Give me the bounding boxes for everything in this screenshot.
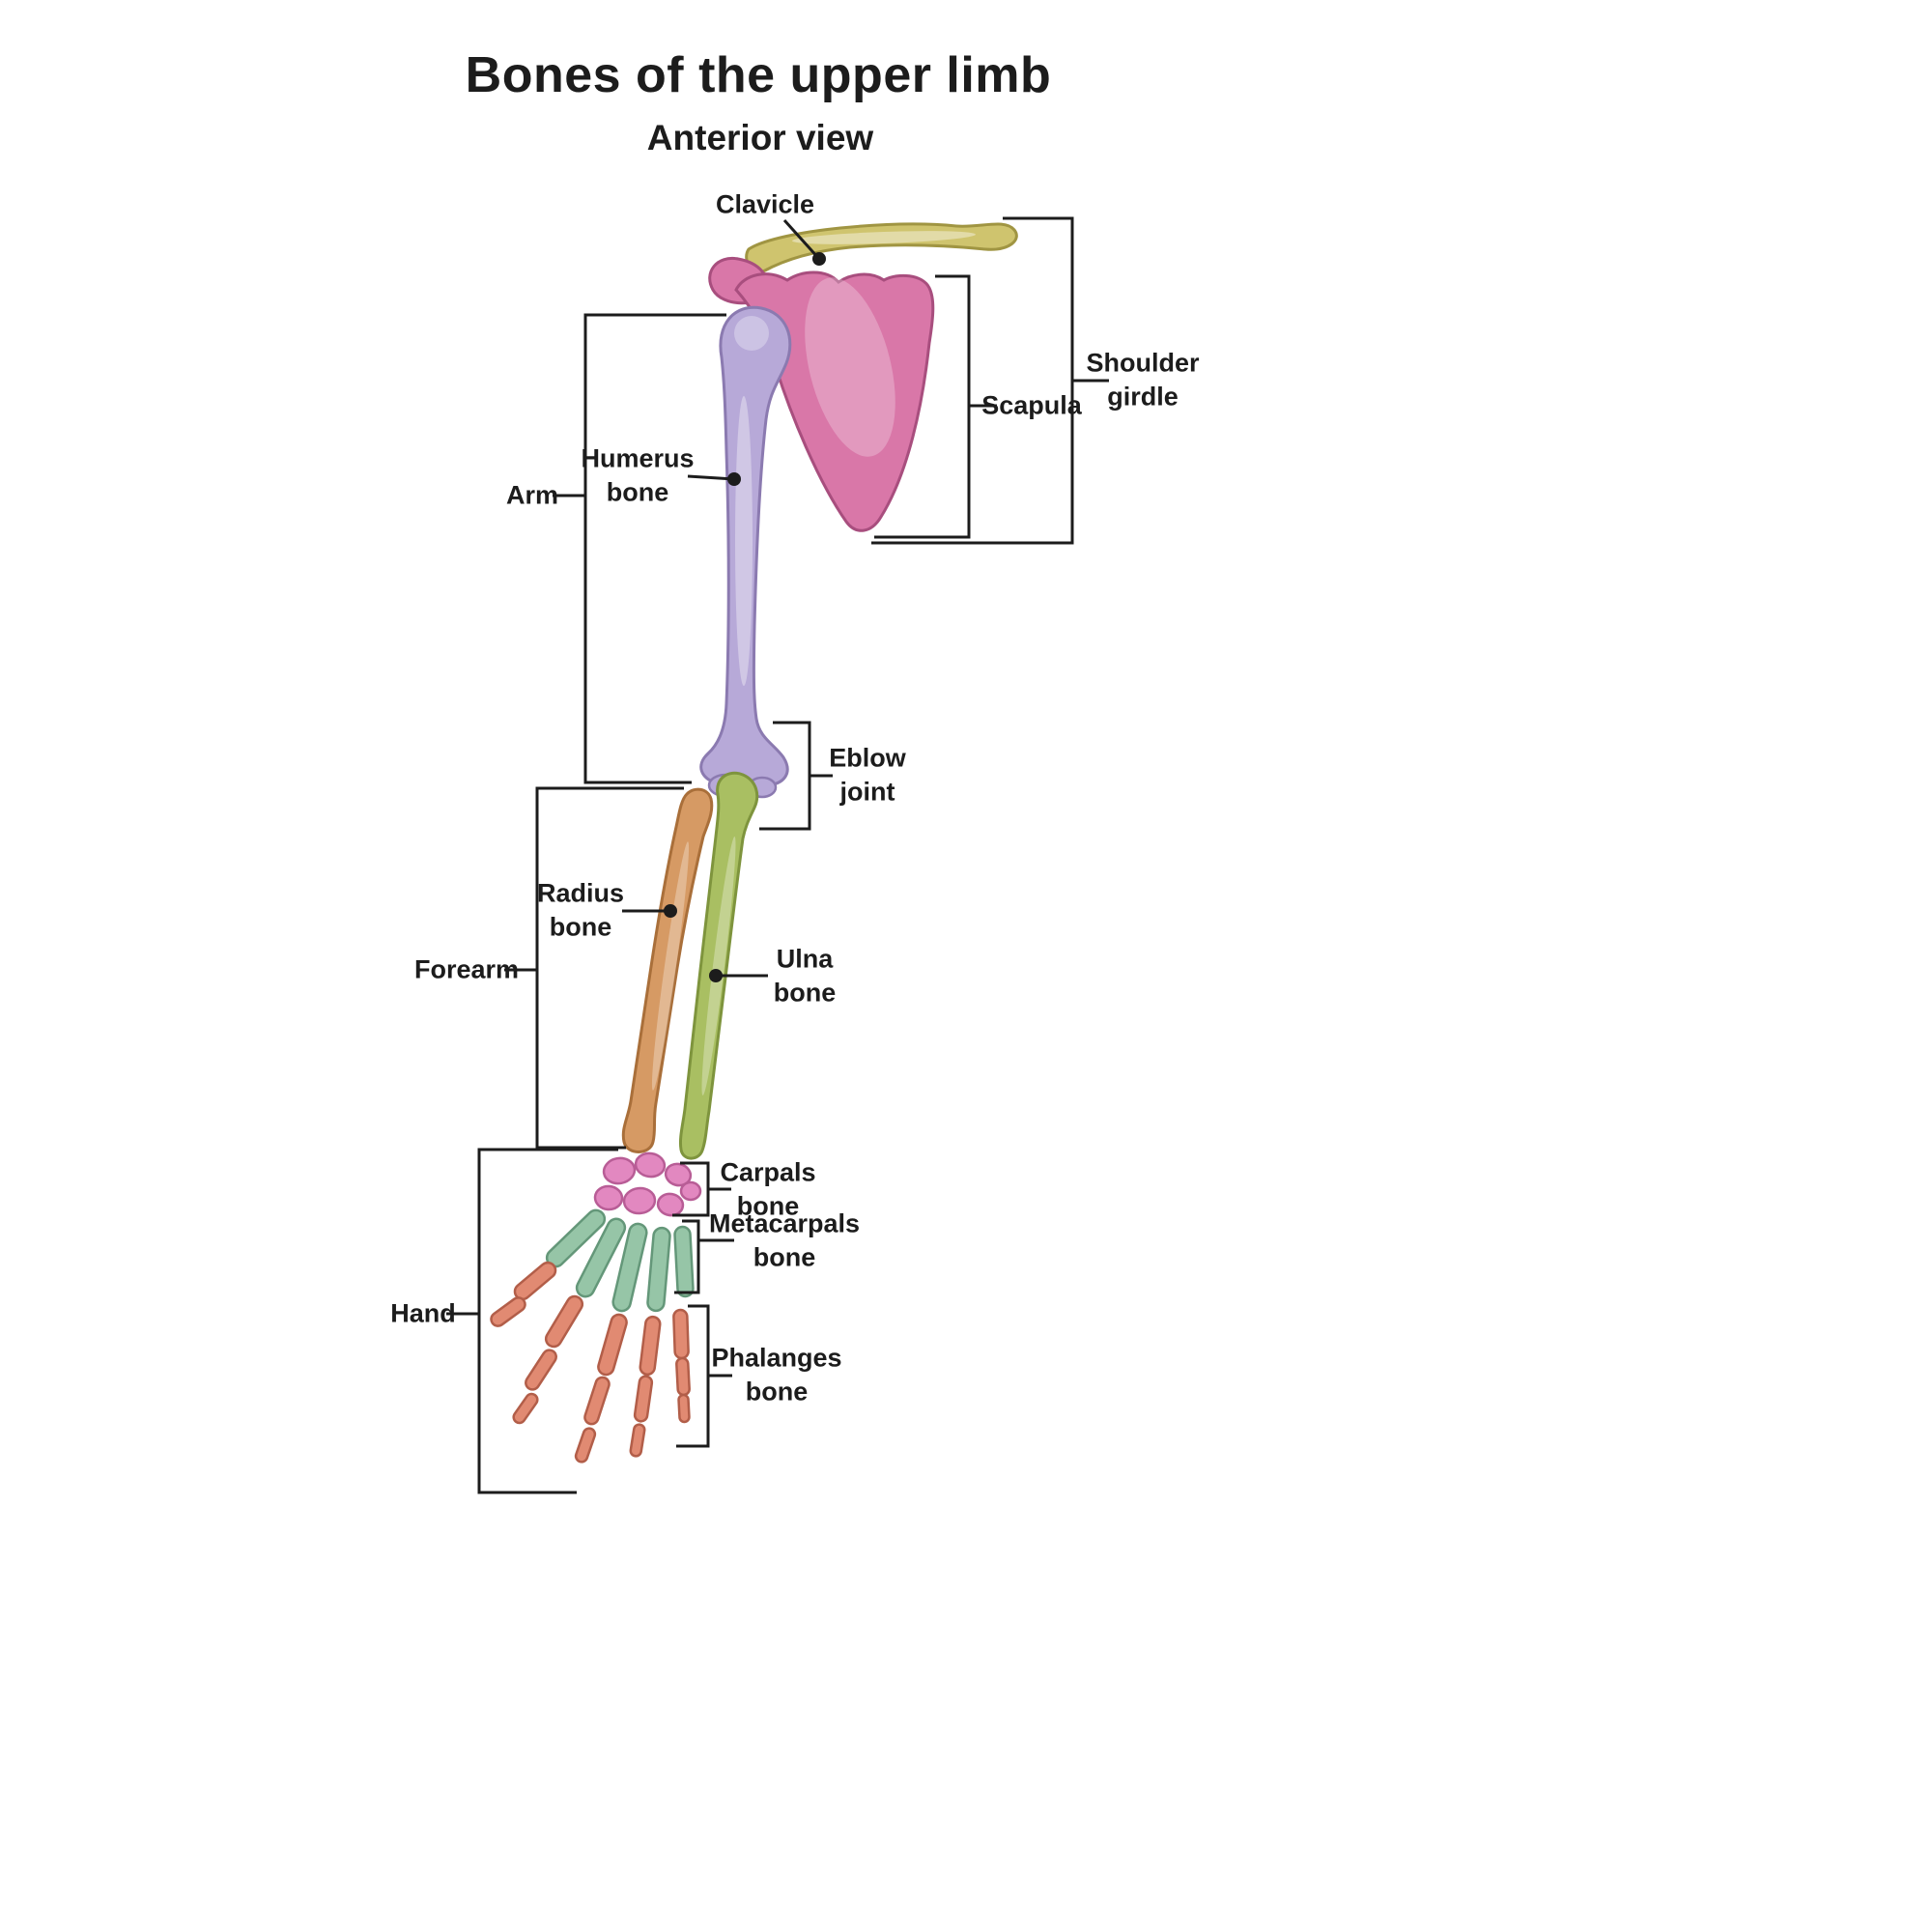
humerus-shape: [699, 305, 792, 788]
label-phalanges-bone: Phalanges bone: [711, 1343, 842, 1406]
label-elbow-joint: Eblow joint: [829, 743, 906, 806]
clavicle-pointer-line: [782, 218, 821, 261]
label-forearm: Forearm: [413, 954, 520, 984]
phalanx-shape: [574, 1427, 597, 1463]
radius-bone: [621, 787, 714, 1153]
phalanx-shape: [583, 1376, 611, 1426]
humerus-head-highlight: [734, 316, 769, 351]
humerus-shaft-highlight: [735, 396, 753, 686]
phalanx-shape: [633, 1375, 654, 1423]
metacarpal-ring: [646, 1226, 671, 1313]
forearm-bracket: [535, 786, 684, 1150]
diagram-title: Bones of the upper limb: [465, 47, 1052, 103]
label-clavicle: Clavicle: [715, 189, 815, 219]
carpal-shape: [634, 1151, 667, 1179]
label-hand: Hand: [390, 1298, 456, 1328]
phalanx-shape: [512, 1392, 539, 1425]
phalanx-shape: [639, 1315, 662, 1377]
phalanx-shape: [597, 1313, 628, 1377]
metacarpal-bones: [545, 1208, 695, 1313]
annotation-lines: [446, 216, 1109, 1494]
phalanx-shape: [675, 1356, 691, 1397]
label-shoulder-girdle: Shoulder girdle: [1086, 348, 1200, 411]
phalanx-shape: [513, 1261, 557, 1301]
hand-bracket: [477, 1148, 618, 1494]
clavicle-pointer-dot: [812, 252, 826, 266]
arm-bracket: [583, 313, 726, 784]
label-metacarpals-bone: Metacarpals bone: [708, 1208, 861, 1271]
label-ulna-bone: Ulna bone: [773, 944, 837, 1007]
radius-shape: [621, 787, 714, 1153]
metacarpal-index: [575, 1217, 627, 1298]
phalanx-shape: [544, 1294, 584, 1349]
clavicle-highlight: [792, 231, 976, 244]
label-arm: Arm: [505, 480, 559, 510]
ulna-shape: [679, 771, 759, 1160]
carpal-shape: [656, 1192, 685, 1217]
label-radius-bone: Radius bone: [536, 878, 625, 941]
carpal-shape: [593, 1184, 624, 1211]
clavicle-shape: [745, 222, 1018, 274]
carpal-bones: [593, 1151, 702, 1217]
radius-shaft-highlight: [651, 841, 690, 1091]
ulna-bone: [679, 771, 759, 1160]
label-scapula: Scapula: [981, 390, 1082, 420]
label-humerus-bone: Humerus bone: [581, 443, 695, 506]
clavicle-bone: [745, 222, 1018, 274]
phalanx-shape: [629, 1423, 646, 1458]
carpal-shape: [622, 1186, 657, 1215]
metacarpal-pinky: [673, 1225, 695, 1298]
ulna-pointer-dot: [709, 969, 723, 982]
ulna-shaft-highlight: [701, 837, 736, 1095]
carpal-shape: [602, 1156, 637, 1185]
phalanx-shape: [490, 1296, 526, 1327]
label-carpals-bone: Carpals bone: [720, 1157, 816, 1220]
humerus-pointer-dot: [727, 472, 741, 486]
metacarpals-bracket: [674, 1219, 700, 1294]
scapula-highlight: [805, 277, 895, 457]
humerus-pointer-line: [687, 474, 735, 481]
phalanx-shape: [525, 1349, 557, 1391]
phalanx-bones: [490, 1261, 691, 1463]
metacarpal-middle: [611, 1222, 648, 1313]
carpal-shape: [679, 1180, 702, 1202]
phalanx-shape: [672, 1308, 690, 1360]
phalanx-shape: [677, 1393, 691, 1424]
diagram-subtitle: Anterior view: [646, 118, 874, 157]
radius-pointer-dot: [664, 904, 677, 918]
